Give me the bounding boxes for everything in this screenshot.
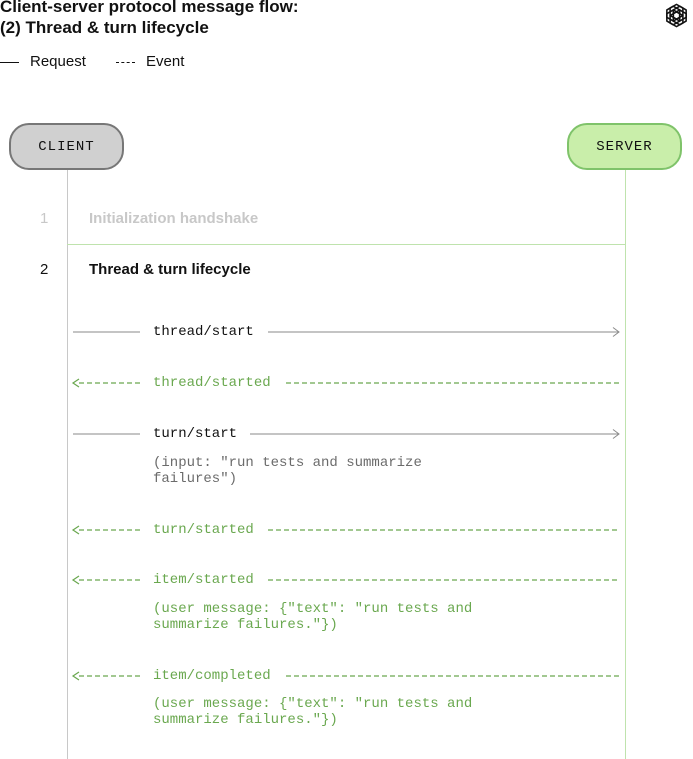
message-turn-started-label: turn/started <box>153 522 254 538</box>
server-node: SERVER <box>567 123 682 170</box>
legend-request-label: Request <box>30 53 86 70</box>
legend-event-dashed-line-icon <box>116 62 135 63</box>
arrow-turn-started <box>71 525 620 535</box>
client-node: CLIENT <box>9 123 124 170</box>
client-lifeline <box>67 170 68 759</box>
phase-2-label: Thread & turn lifecycle <box>89 261 251 278</box>
phase-divider <box>67 244 625 245</box>
legend-request-line-icon <box>0 62 19 63</box>
message-thread-start-label: thread/start <box>153 324 254 340</box>
message-turn-start-label: turn/start <box>153 426 238 442</box>
arrow-item-started <box>71 575 620 585</box>
arrow-item-completed <box>71 671 620 681</box>
message-item-completed-note: (user message: {"text": "run tests and s… <box>153 696 473 728</box>
phase-1-number: 1 <box>40 210 49 227</box>
arrow-thread-started <box>71 378 620 388</box>
arrow-thread-start <box>73 327 620 337</box>
message-turn-start-note: (input: "run tests and summarize failure… <box>153 455 422 487</box>
openai-logo-icon <box>666 3 687 28</box>
message-item-started-label: item/started <box>153 572 254 588</box>
diagram-title: Client-server protocol message flow: (2)… <box>0 0 299 38</box>
legend-event-label: Event <box>146 53 185 70</box>
message-item-completed-label: item/completed <box>153 668 271 684</box>
title-line-2: (2) Thread & turn lifecycle <box>0 18 209 37</box>
phase-2-number: 2 <box>40 261 49 278</box>
arrow-turn-start <box>73 429 620 439</box>
message-item-started-note: (user message: {"text": "run tests and s… <box>153 601 473 633</box>
message-thread-started-label: thread/started <box>153 375 271 391</box>
phase-1-label: Initialization handshake <box>89 210 259 227</box>
server-lifeline <box>625 170 626 759</box>
title-line-1: Client-server protocol message flow: <box>0 0 299 16</box>
